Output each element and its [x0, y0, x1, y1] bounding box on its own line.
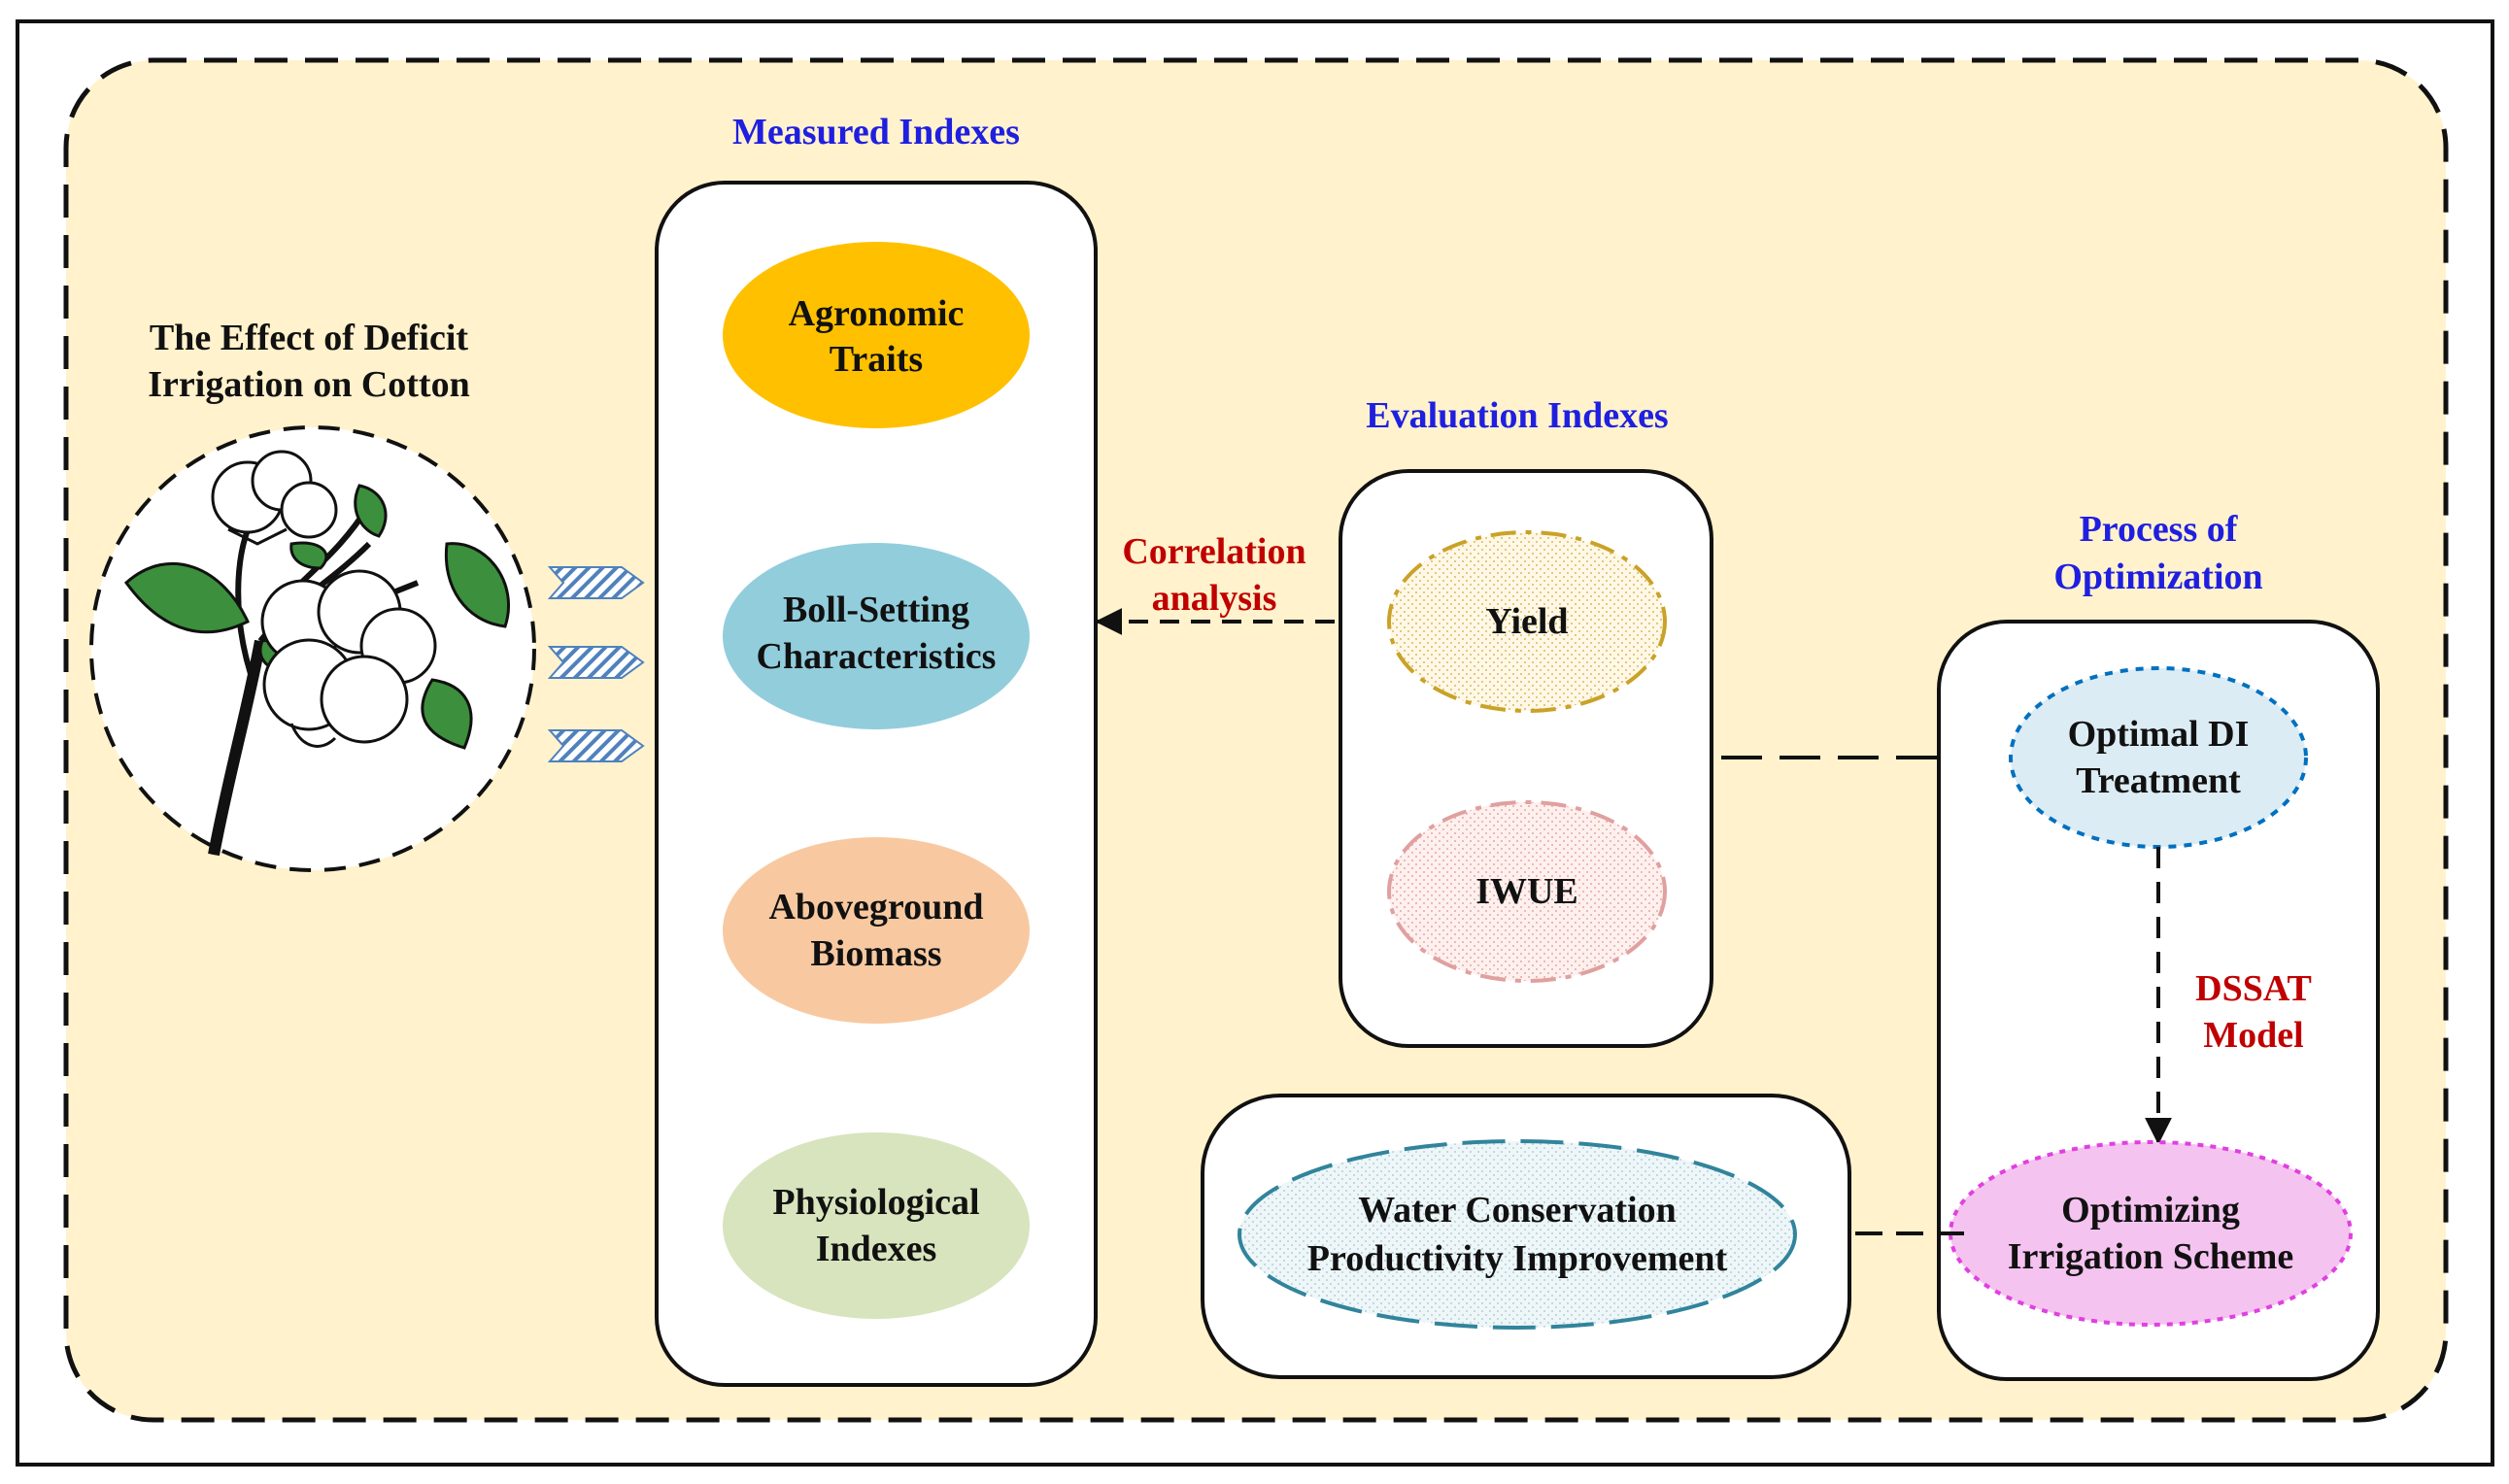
evaluation-heading: Evaluation Indexes — [1366, 395, 1668, 436]
flow-chevrons — [547, 566, 645, 762]
node-label: Aboveground — [768, 887, 983, 928]
chevron-icon — [547, 729, 645, 762]
evaluation-item-iwue: IWUE — [1387, 800, 1667, 983]
water-conservation-productivity: Water Conservation Productivity Improvem… — [1238, 1139, 1797, 1330]
optimization-heading-line2: Optimization — [2053, 556, 2262, 597]
yield-node — [1387, 530, 1667, 713]
intro-title-line1: The Effect of Deficit — [150, 318, 468, 358]
aboveground-biomass-node — [723, 837, 1030, 1024]
optimizing-irrigation-scheme: Optimizing Irrigation Scheme — [1949, 1140, 2353, 1327]
correlation-label-line2: analysis — [1152, 578, 1277, 619]
node-label: Biomass — [810, 933, 941, 974]
dssat-label-line1: DSSAT — [2195, 968, 2312, 1009]
dssat-label-line2: Model — [2203, 1015, 2303, 1056]
measured-item-agronomic-traits: Agronomic Traits — [723, 242, 1030, 428]
optimal-di-treatment: Optimal DI Treatment — [2009, 666, 2308, 849]
node-label: Traits — [830, 339, 923, 380]
agronomic-traits-node — [723, 242, 1030, 428]
node-label: Agronomic — [789, 293, 965, 334]
node-label: Water Conservation — [1358, 1190, 1677, 1231]
node-label: Yield — [1485, 601, 1568, 642]
node-label: IWUE — [1475, 871, 1578, 912]
measured-item-aboveground-biomass: Aboveground Biomass — [723, 837, 1030, 1024]
intro-title-line2: Irrigation on Cotton — [148, 364, 469, 405]
node-label: Optimizing — [2061, 1190, 2240, 1231]
node-label: Treatment — [2076, 760, 2241, 801]
node-label: Optimal DI — [2068, 714, 2250, 755]
evaluation-item-yield: Yield — [1387, 530, 1667, 713]
physiological-indexes-node — [723, 1132, 1030, 1319]
node-label: Characteristics — [757, 636, 997, 677]
boll-setting-node — [723, 543, 1030, 729]
iwue-node — [1387, 800, 1667, 983]
measured-panel — [655, 181, 1098, 1387]
chevron-icon — [547, 646, 645, 679]
chevron-icon — [547, 566, 645, 599]
outcome-node — [1238, 1139, 1797, 1330]
node-label: Indexes — [816, 1229, 937, 1269]
measured-item-boll-setting: Boll-Setting Characteristics — [723, 543, 1030, 729]
optimal-di-node — [2009, 666, 2308, 849]
measured-item-physiological-indexes: Physiological Indexes — [723, 1132, 1030, 1319]
correlation-label-line1: Correlation — [1122, 531, 1305, 572]
irrigation-scheme-node — [1949, 1140, 2353, 1327]
node-label: Productivity Improvement — [1307, 1238, 1728, 1279]
node-label: Physiological — [772, 1182, 979, 1223]
cotton-plant-icon — [89, 425, 536, 872]
node-label: Irrigation Scheme — [2008, 1236, 2293, 1277]
measured-heading: Measured Indexes — [732, 112, 1020, 152]
node-label: Boll-Setting — [783, 590, 969, 630]
optimization-heading-line1: Process of — [2080, 509, 2239, 550]
